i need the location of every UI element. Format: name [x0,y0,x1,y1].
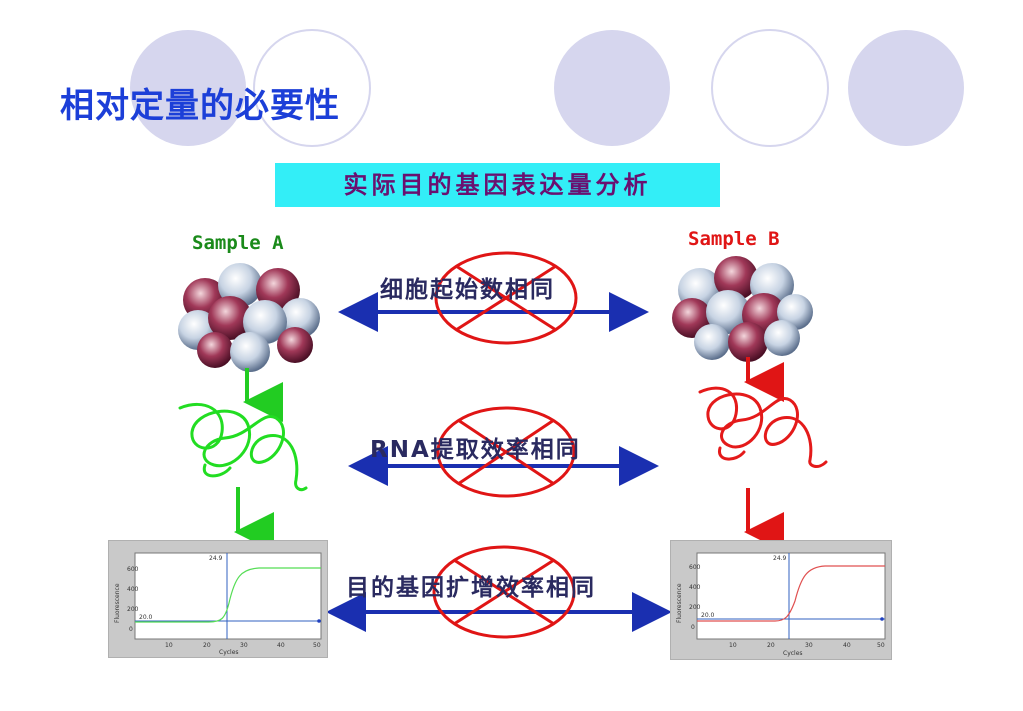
y-tick: 400 [689,584,701,591]
y-tick: 600 [127,566,139,573]
y-axis-label: Fluorescence [676,583,683,623]
x-tick: 40 [277,642,285,649]
cell-cluster-a [178,263,320,372]
y-tick: 400 [127,586,139,593]
decor-circle [554,30,670,146]
x-tick: 10 [165,642,173,649]
cell-cluster-b [672,256,813,362]
qpcr-plot-b: 20.0 24.9 600 400 200 0 10 20 30 40 50 C… [670,540,892,660]
qpcr-plot-b-svg: 20.0 24.9 600 400 200 0 10 20 30 40 50 C… [676,552,886,657]
threshold-label: 20.0 [139,614,153,621]
cross-out-2 [436,406,576,498]
comparison-label-cell-count: 细胞起始数相同 [380,276,555,303]
y-tick: 0 [691,624,695,631]
decor-circle [848,30,964,146]
y-tick: 0 [129,626,133,633]
page-title: 相对定量的必要性 [60,86,340,126]
x-axis-label: Cycles [219,649,239,656]
sample-a-label: Sample A [192,232,284,254]
x-tick: 30 [805,642,813,649]
decor-circle [253,29,371,147]
comparison-label-rna-extraction: RNA提取效率相同 [370,437,581,463]
x-tick: 50 [877,642,885,649]
qpcr-plot-a: 20.0 24.9 600 400 200 0 10 20 30 40 50 C… [108,540,328,658]
cross-out-3 [432,545,576,639]
cross-out-1 [434,251,578,345]
decor-circle [711,29,829,147]
rna-squiggle-b [698,386,828,468]
threshold-label: 20.0 [701,612,715,619]
y-tick: 200 [689,604,701,611]
x-tick: 30 [240,642,248,649]
x-tick: 10 [729,642,737,649]
x-tick: 20 [767,642,775,649]
x-axis-label: Cycles [783,650,803,657]
sample-b-label: Sample B [688,228,780,250]
x-tick: 20 [203,642,211,649]
y-tick: 200 [127,606,139,613]
rna-squiggle-a [178,402,308,492]
ct-label: 24.9 [209,555,223,562]
decor-circle [130,30,246,146]
y-axis-label: Fluorescence [114,583,121,623]
ct-label: 24.9 [773,555,787,562]
x-tick: 50 [313,642,321,649]
qpcr-plot-a-svg: 20.0 24.9 600 400 200 0 10 20 30 40 50 C… [114,552,322,656]
x-tick: 40 [843,642,851,649]
banner: 实际目的基因表达量分析 [275,163,720,207]
comparison-label-amplification: 目的基因扩增效率相同 [346,574,596,601]
y-tick: 600 [689,564,701,571]
